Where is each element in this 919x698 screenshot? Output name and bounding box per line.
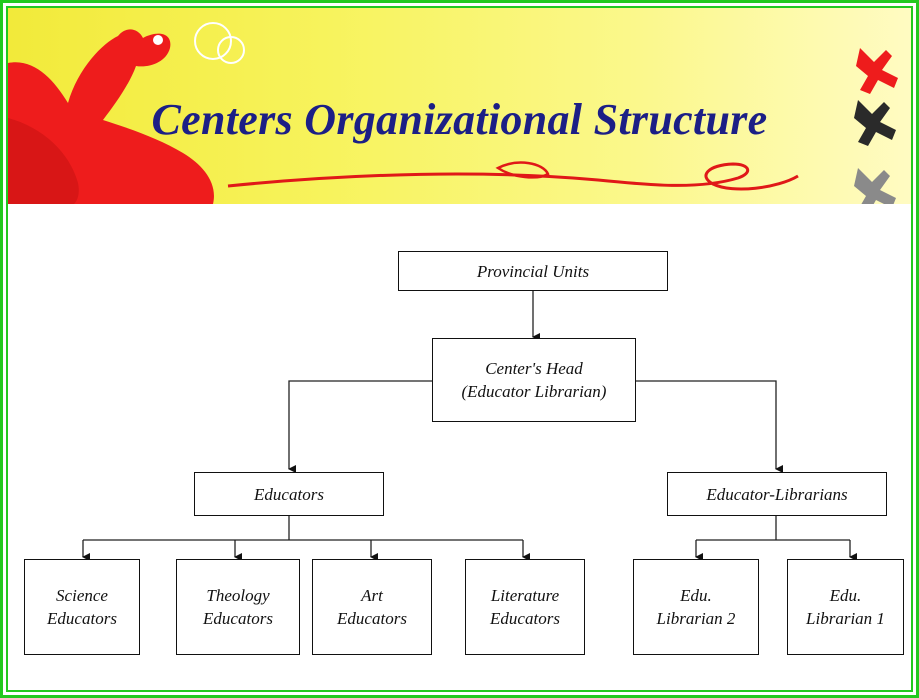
- red-figure-icon: [856, 48, 898, 94]
- node-label-line2: Educators: [203, 609, 273, 628]
- node-art-educators: Art Educators: [312, 559, 432, 655]
- node-label: Educator-Librarians: [706, 484, 848, 504]
- connector-head-edulibrarians: [636, 380, 783, 473]
- title-banner: [8, 8, 911, 204]
- node-label-line2: Librarian 2: [656, 609, 736, 628]
- connector-head-educators: [288, 380, 432, 473]
- node-label-line1: Theology: [206, 586, 270, 605]
- node-science-educators: Science Educators: [24, 559, 140, 655]
- bubble-circle-small: [217, 36, 245, 64]
- dark-figure-icon: [854, 100, 896, 146]
- node-label-line1: Literature: [490, 586, 560, 605]
- node-label-line2: Educators: [490, 609, 560, 628]
- node-educators: Educators: [194, 472, 384, 516]
- inner-border: [6, 6, 913, 692]
- node-theology-educators: Theology Educators: [176, 559, 300, 655]
- node-label-line2: Educators: [337, 609, 407, 628]
- node-edu-librarian-1: Edu. Librarian 1: [787, 559, 904, 655]
- node-educator-librarians: Educator-Librarians: [667, 472, 887, 516]
- node-label-line2: Educators: [47, 609, 117, 628]
- node-label-line1: Edu.: [829, 586, 862, 605]
- node-edu-librarian-2: Edu. Librarian 2: [633, 559, 759, 655]
- node-label-line2: Librarian 1: [806, 609, 885, 628]
- banner-decoration: [8, 22, 898, 204]
- title-swoosh: [227, 162, 799, 191]
- red-swirl-tail: [8, 118, 79, 204]
- node-label-line1: Science: [56, 586, 108, 605]
- bubble-circle-large: [194, 22, 232, 60]
- node-label-line1: Center's Head: [485, 359, 583, 378]
- node-label: Educators: [254, 484, 324, 504]
- node-label-line1: Art: [361, 586, 383, 605]
- node-label: Provincial Units: [476, 261, 590, 281]
- node-provincial-units: Provincial Units: [398, 251, 668, 291]
- gray-figure-icon: [854, 168, 896, 204]
- node-label-line2: (Educator Librarian): [461, 382, 607, 401]
- node-literature-educators: Literature Educators: [465, 559, 585, 655]
- node-centers-head: Center's Head (Educator Librarian): [432, 338, 636, 422]
- node-label-line1: Edu.: [680, 586, 712, 605]
- swirl-eye: [153, 35, 163, 45]
- title-swoosh-loop: [495, 161, 550, 179]
- page-title: Centers Organizational Structure: [151, 95, 768, 144]
